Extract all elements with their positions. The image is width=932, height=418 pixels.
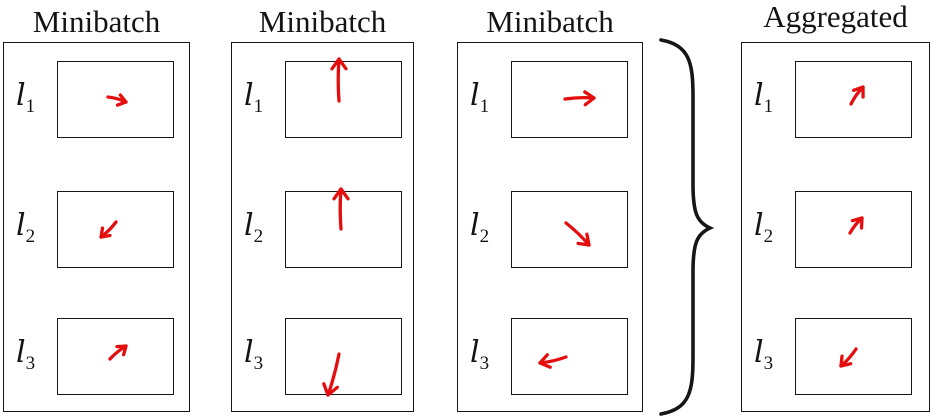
layer-label-base: l: [244, 78, 254, 113]
layer-label-sub: 1: [25, 96, 36, 117]
gradient-arrow-icon: [99, 220, 118, 239]
layer-label: l3: [470, 335, 489, 374]
gradient-cell: [57, 61, 174, 138]
layer-label: l2: [470, 208, 489, 247]
layer-label: l2: [244, 208, 263, 247]
layer-label-sub: 3: [763, 353, 774, 374]
gradient-cell: [511, 191, 628, 268]
layer-label-base: l: [244, 335, 254, 370]
layer-label-base: l: [754, 78, 764, 113]
panel-title-2: Minibatch: [486, 4, 614, 39]
gradient-cell: [511, 318, 628, 395]
layer-label-sub: 3: [479, 353, 490, 374]
layer-label-base: l: [470, 78, 480, 113]
gradient-cell: [511, 61, 628, 138]
layer-label-sub: 2: [253, 226, 264, 247]
layer-label-sub: 1: [479, 96, 490, 117]
gradient-cell: [285, 187, 402, 268]
layer-label: l3: [16, 335, 35, 374]
panel-title-0: Minibatch: [32, 4, 161, 39]
gradient-cell: [57, 191, 174, 268]
layer-label-sub: 2: [479, 226, 490, 247]
gradient-arrow-icon: [564, 221, 591, 247]
panel-title-3: Aggregated: [763, 0, 908, 34]
layer-label-base: l: [16, 78, 26, 113]
gradient-arrow-icon: [332, 187, 350, 231]
layer-label-sub: 1: [253, 96, 264, 117]
layer-label-sub: 2: [25, 226, 36, 247]
gradient-arrow-icon: [106, 93, 128, 107]
layer-label-base: l: [470, 335, 480, 370]
gradient-cell: [57, 318, 174, 395]
layer-label-sub: 3: [25, 353, 36, 374]
layer-label-base: l: [16, 335, 26, 370]
layer-label: l3: [754, 335, 773, 374]
gradient-arrow-icon: [848, 216, 864, 235]
layer-label: l3: [244, 335, 263, 374]
layer-label: l1: [470, 78, 489, 117]
gradient-arrow-icon: [563, 90, 596, 107]
panel-title-1: Minibatch: [258, 4, 387, 39]
gradient-arrow-icon: [330, 57, 348, 103]
layer-label-base: l: [244, 208, 254, 243]
gradient-arrow-icon: [322, 352, 341, 397]
gradient-cell: [795, 318, 912, 395]
layer-label: l2: [754, 208, 773, 247]
gradient-arrow-icon: [538, 353, 568, 369]
layer-label-base: l: [754, 208, 764, 243]
gradient-cell: [285, 318, 402, 397]
gradient-cell: [795, 61, 912, 138]
layer-label-sub: 2: [763, 226, 774, 247]
layer-label-sub: 3: [253, 353, 264, 374]
layer-label: l1: [244, 78, 263, 117]
layer-label-base: l: [470, 208, 480, 243]
layer-label: l2: [16, 208, 35, 247]
curly-brace-icon: [659, 38, 715, 416]
layer-label: l1: [754, 78, 773, 117]
gradient-cell: [285, 57, 402, 138]
gradient-arrow-icon: [849, 85, 865, 106]
gradient-cell: [795, 191, 912, 268]
gradient-arrow-icon: [839, 347, 858, 368]
gradient-arrow-icon: [108, 344, 128, 361]
layer-label-sub: 1: [763, 96, 774, 117]
layer-label-base: l: [16, 208, 26, 243]
layer-label: l1: [16, 78, 35, 117]
layer-label-base: l: [754, 335, 764, 370]
